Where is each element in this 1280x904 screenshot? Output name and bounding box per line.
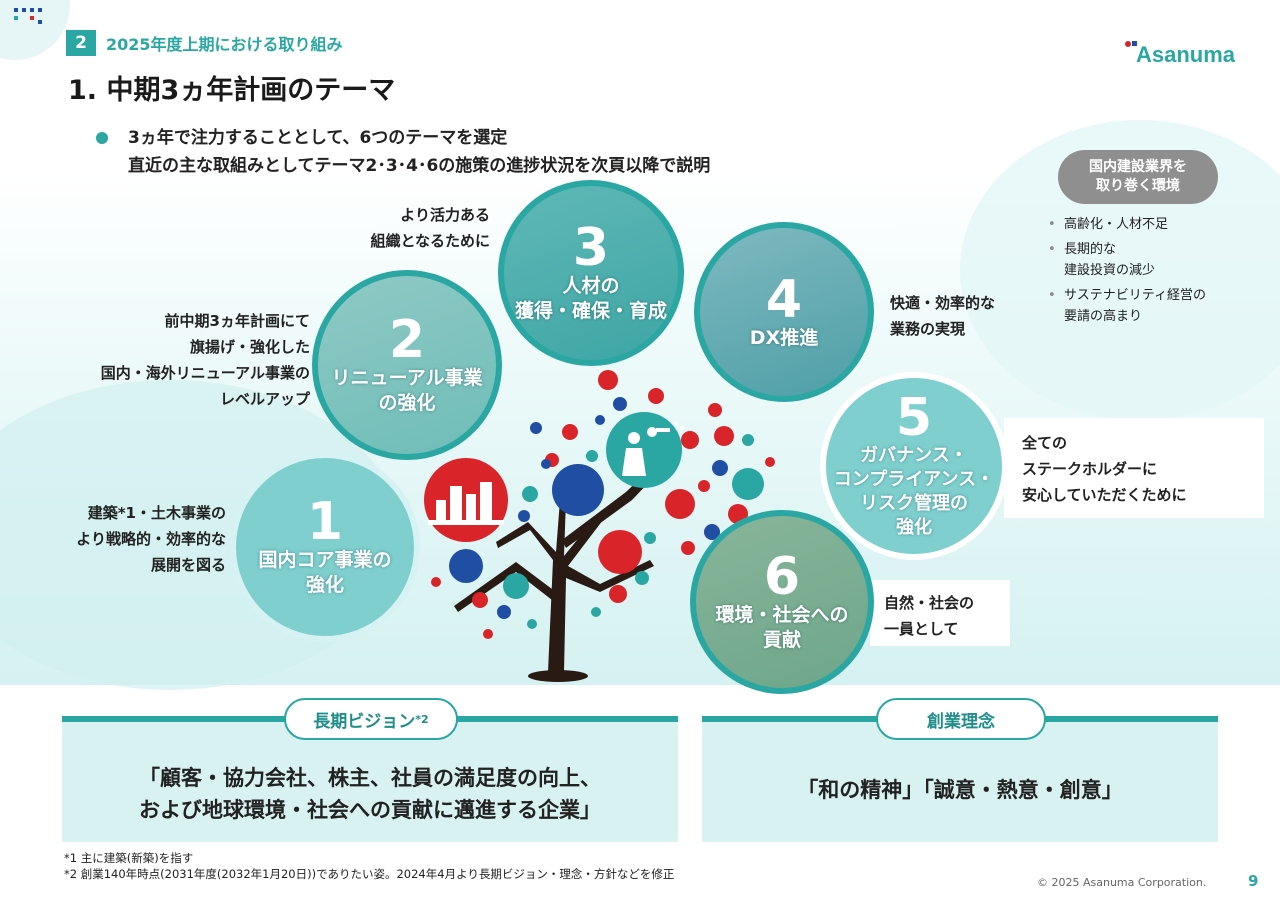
theme-circle-3: 3 人材の 獲得・確保・育成 <box>498 180 684 366</box>
page-number: 9 <box>1248 872 1259 890</box>
vision-text: 「顧客・協力会社、株主、社員の満足度の向上、 および地球環境・社会への貢献に邁進… <box>139 766 601 822</box>
environment-title: 国内建設業界を 取り巻く環境 <box>1058 150 1218 204</box>
city-icon <box>424 458 508 542</box>
footnotes: *1 主に建築(新築)を指す *2 創業140年時点(2031年度(2032年1… <box>64 850 674 882</box>
theme-4-note: 快適・効率的な 業務の実現 <box>890 294 996 338</box>
copyright: © 2025 Asanuma Corporation. <box>1037 876 1207 889</box>
footnote-2: *2 創業140年時点(2031年度(2032年1月20日))でありたい姿。20… <box>64 867 675 881</box>
vision-tag: 長期ビジョン*2 <box>284 698 458 740</box>
theme-3-note: より活力ある 組織となるために <box>370 206 490 250</box>
theme-1-note: 建築*1・土木事業の より戦略的・効率的な 展開を図る <box>76 504 226 574</box>
theme-6-note-band <box>870 580 1010 646</box>
founding-tag: 創業理念 <box>876 698 1046 740</box>
founding-text: 「和の精神」「誠意・熱意・創意」 <box>797 778 1123 802</box>
theme-5-note: 全ての ステークホルダーに 安心していただくために <box>1022 434 1187 504</box>
corner-dots-icon <box>0 0 60 40</box>
section-title: 2025年度上期における取り組み <box>106 35 343 54</box>
logo-text: Asanuma <box>1136 42 1236 67</box>
section-header: 2 2025年度上期における取り組み <box>66 30 343 56</box>
section-number: 2 <box>66 30 96 56</box>
theme-circle-4: 4 DX推進 <box>694 222 874 402</box>
people-icon <box>606 412 684 488</box>
theme-5-note-band <box>1004 418 1264 518</box>
intro-text: 3ヵ年で注力することとして、6つのテーマを選定 直近の主な取組みとしてテーマ2･… <box>96 124 710 180</box>
footnote-1: *1 主に建築(新築)を指す <box>64 851 194 865</box>
theme-circle-6: 6 環境・社会への 貢献 <box>690 510 874 694</box>
logo-mark-icon <box>1125 41 1137 47</box>
intro-line: 直近の主な取組みとしてテーマ2･3･4･6の施策の進捗状況を次頁以降で説明 <box>128 156 711 176</box>
theme-6-note: 自然・社会の 一員として <box>884 594 975 638</box>
theme-circle-2: 2 リニューアル事業 の強化 <box>312 270 502 460</box>
company-logo: Asanuma <box>1124 40 1244 72</box>
theme-2-note: 前中期3ヵ年計画にて 旗揚げ・強化した 国内・海外リニューアル事業の レベルアッ… <box>100 312 310 408</box>
intro-line: 3ヵ年で注力することとして、6つのテーマを選定 <box>128 128 508 148</box>
theme-circle-5: 5 ガバナンス・ コンプライアンス・ リスク管理の 強化 <box>820 372 1008 560</box>
page-title: 1. 中期3ヵ年計画のテーマ <box>68 75 396 106</box>
theme-circle-1: 1 国内コア事業の 強化 <box>230 452 420 642</box>
bullet-icon <box>96 132 108 144</box>
list-item: 高齢化・人材不足 <box>1038 214 1238 235</box>
